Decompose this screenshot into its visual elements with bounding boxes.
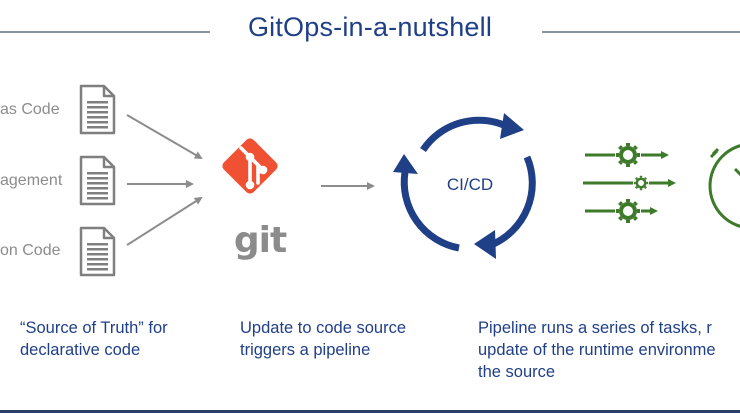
cicd-label: CI/CD [446,175,494,194]
caption-line: Update to code source [240,319,407,337]
arrow-doc1-to-git [126,114,203,160]
title-rule-left [0,31,210,33]
source-label-1: as Code [0,101,60,118]
source-label-2: agement [0,172,63,189]
gear-icon [614,197,642,225]
document-icon [79,226,116,277]
pipeline-tasks [583,141,676,225]
source-label-3: on Code [0,242,61,259]
cycle-arrowheads [393,113,524,259]
cycle-arrows-icon [400,116,536,252]
git-logo-icon [222,138,278,194]
caption-source-of-truth: “Source of Truth” for declarative code [20,317,168,361]
stopwatch-icon [708,144,740,228]
gear-icon [632,174,650,192]
page-title: GitOps-in-a-nutshell [247,12,493,42]
caption-line: declarative code [20,341,141,359]
gear-icon [614,141,642,169]
caption-pipeline: Pipeline runs a series of tasks, r updat… [478,317,716,383]
caption-line: triggers a pipeline [240,341,371,359]
caption-update: Update to code source triggers a pipelin… [240,317,406,361]
git-wordmark: git [233,220,287,261]
caption-line: “Source of Truth” for [20,319,168,337]
bottom-rule [0,410,740,413]
arrow-doc3-to-git [126,196,203,246]
caption-line: the source [478,363,556,381]
title-rule-right [542,31,740,33]
document-icon [79,84,116,135]
caption-line: Pipeline runs a series of tasks, r [478,319,712,337]
caption-line: update of the runtime environme [478,341,716,359]
document-icon [79,155,116,206]
